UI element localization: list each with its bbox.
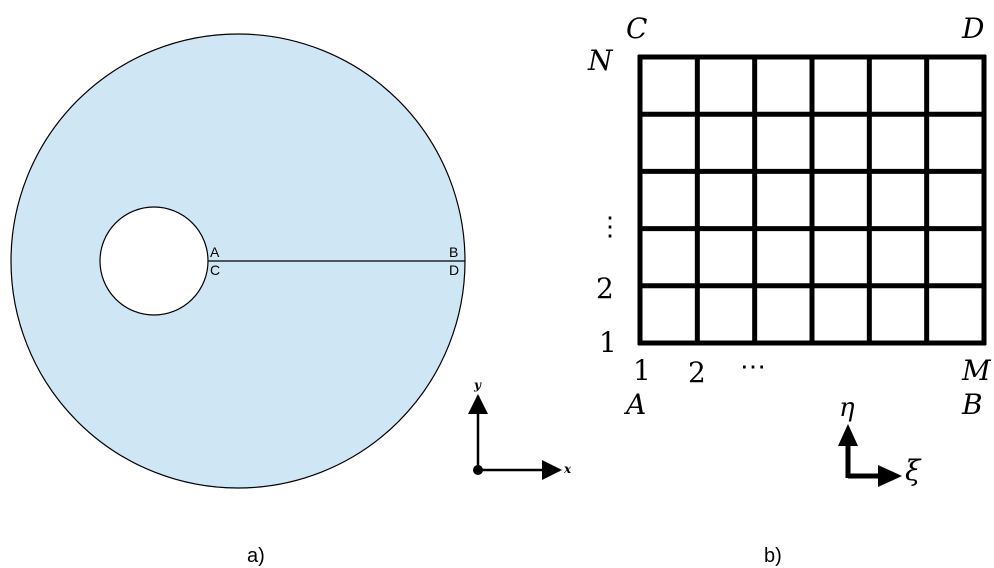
inner-hole bbox=[99, 206, 209, 316]
eta-label: η bbox=[839, 393, 855, 423]
y-axis-label: y bbox=[473, 378, 482, 392]
corner-label-a: A bbox=[623, 388, 646, 421]
row-label-vdots: ⋮ bbox=[597, 212, 623, 242]
row-label-n: N bbox=[587, 44, 614, 77]
row-label-1: 1 bbox=[599, 326, 617, 359]
cut-label-c: C bbox=[210, 262, 220, 278]
cut-label-d: D bbox=[449, 262, 459, 278]
caption-a: a) bbox=[247, 545, 265, 567]
col-label-hdots: ⋯ bbox=[740, 352, 766, 382]
panel-b: C D A B N ⋮ 2 1 1 2 ⋯ M η ξ b) bbox=[587, 12, 992, 567]
x-axis-label: x bbox=[563, 462, 572, 476]
corner-label-b: B bbox=[961, 388, 983, 421]
eta-arrowhead bbox=[838, 424, 858, 446]
panel-a: A C B D x y a) bbox=[10, 33, 572, 567]
corner-label-d: D bbox=[961, 12, 984, 45]
xi-label: ξ bbox=[905, 454, 922, 487]
caption-b: b) bbox=[764, 545, 782, 567]
cut-label-b: B bbox=[449, 244, 458, 260]
row-label-2: 2 bbox=[596, 272, 614, 305]
xi-eta-axes: η ξ bbox=[838, 393, 922, 487]
col-label-1: 1 bbox=[633, 354, 651, 387]
cut-label-a: A bbox=[210, 244, 220, 260]
xy-axes: x y bbox=[468, 378, 572, 480]
col-label-m: M bbox=[961, 354, 992, 387]
origin-dot bbox=[473, 465, 483, 475]
col-label-2: 2 bbox=[688, 356, 706, 389]
xi-arrowhead bbox=[878, 465, 902, 487]
corner-label-c: C bbox=[626, 12, 647, 45]
computational-grid bbox=[637, 54, 987, 346]
